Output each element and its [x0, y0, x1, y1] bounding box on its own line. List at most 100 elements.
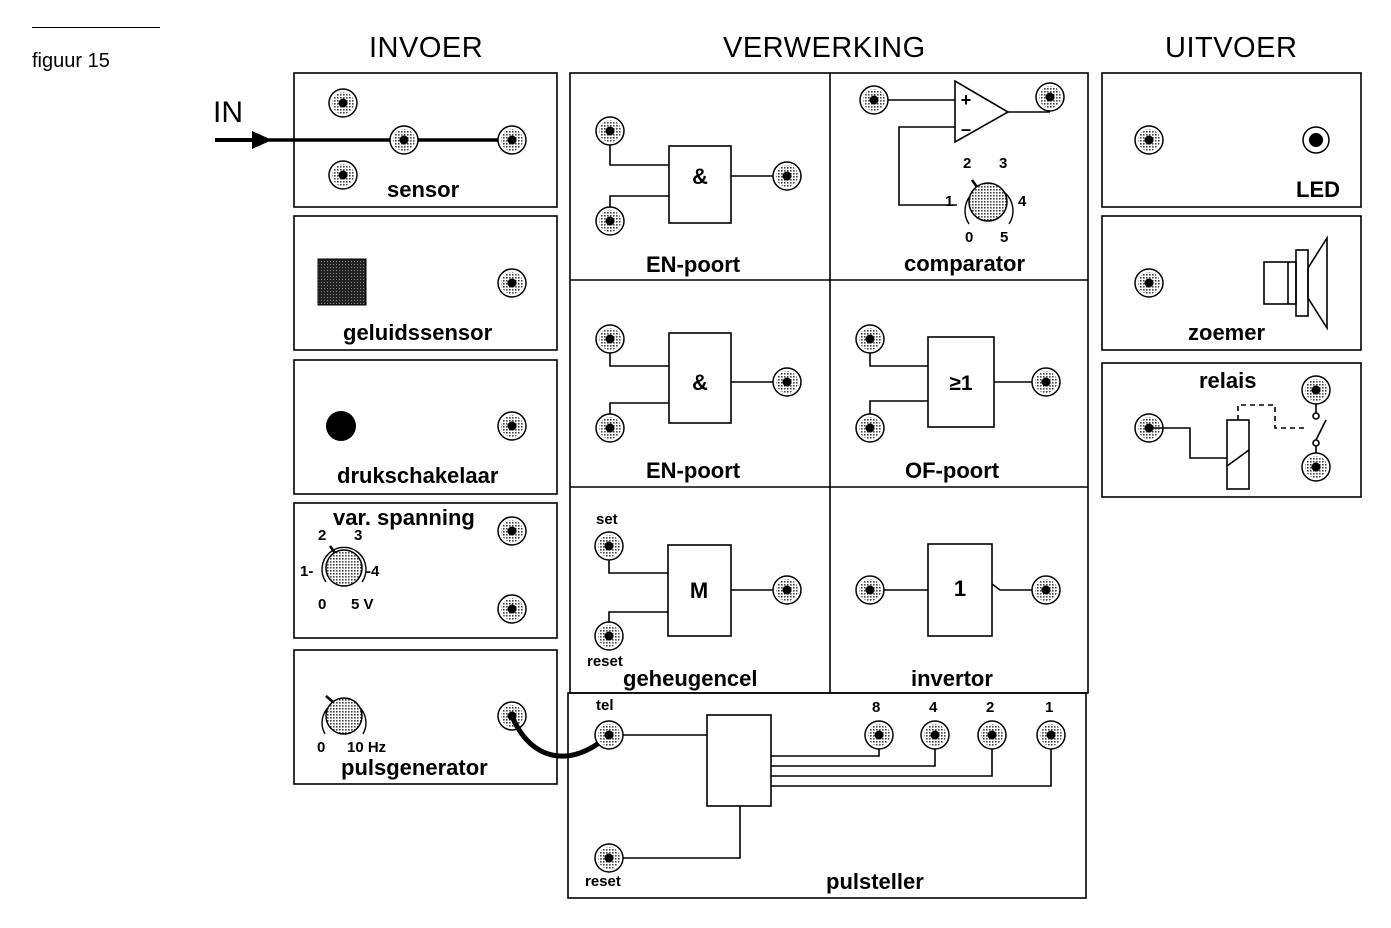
var-scale-0: 0 [318, 596, 327, 613]
zoemer-input-socket[interactable] [1134, 268, 1164, 298]
geheugencel-set-socket[interactable] [594, 531, 624, 561]
en-poort-1-output[interactable] [772, 161, 802, 191]
geheugencel-label: geheugencel [623, 666, 758, 691]
pulsteller-bit2-socket[interactable] [977, 720, 1007, 750]
of-poort-input-b[interactable] [855, 413, 885, 443]
comparator-label: comparator [904, 251, 1026, 276]
sensor-socket-in[interactable] [389, 125, 419, 155]
of-poort-label: OF-poort [905, 458, 1000, 483]
var-scale-2: 2 [318, 527, 327, 544]
led-input-socket[interactable] [1134, 125, 1164, 155]
panel-led [1101, 72, 1362, 208]
sensor-label: sensor [387, 177, 460, 202]
microphone-icon [317, 258, 367, 306]
sensor-socket-top[interactable] [328, 88, 358, 118]
pulsteller-bit8-socket[interactable] [864, 720, 894, 750]
led-label: LED [1296, 177, 1340, 202]
bit-1-label: 1 [1045, 699, 1054, 716]
comparator-input[interactable] [859, 85, 889, 115]
of-poort-output[interactable] [1031, 367, 1061, 397]
comparator-plus-sign: + [961, 90, 972, 110]
var-spanning-socket-bottom[interactable] [497, 594, 527, 624]
comp-scale-2: 2 [963, 155, 972, 172]
comparator-knob[interactable] [968, 179, 1008, 222]
comp-scale-5: 5 [1000, 229, 1009, 246]
panel-verwerking-frame [569, 72, 1089, 694]
reset-counter-label: reset [585, 873, 621, 890]
invertor-label: invertor [911, 666, 993, 691]
comp-scale-3: 3 [999, 155, 1008, 172]
var-spanning-socket-top[interactable] [497, 516, 527, 546]
pulsgenerator-label: pulsgenerator [341, 755, 488, 780]
drukschakelaar-output-socket[interactable] [497, 411, 527, 441]
var-scale-3: 3 [354, 527, 363, 544]
tel-label: tel [596, 697, 614, 714]
figure-rule [32, 27, 160, 28]
comp-scale-4: 4 [1018, 193, 1027, 210]
and-gate-1 [668, 145, 732, 224]
comp-scale-0: 0 [965, 229, 974, 246]
sensor-output-socket[interactable] [497, 125, 527, 155]
var-spanning-label: var. spanning [333, 505, 475, 530]
drukschakelaar-label: drukschakelaar [337, 463, 499, 488]
var-scale-1: 1- [300, 563, 314, 580]
en-poort-1-input-a[interactable] [595, 116, 625, 146]
en-poort-1-input-b[interactable] [595, 206, 625, 236]
bit-2-label: 2 [986, 699, 995, 716]
comparator-minus-sign: – [961, 119, 971, 139]
set-label: set [596, 511, 618, 528]
speaker-icon [1263, 235, 1328, 331]
counter-block [706, 714, 772, 807]
column-heading-verwerking: VERWERKING [723, 32, 926, 64]
en-poort-1-label: EN-poort [646, 252, 741, 277]
pulsteller-bit4-socket[interactable] [920, 720, 950, 750]
push-button-icon[interactable] [326, 411, 356, 441]
relais-contact-top[interactable] [1301, 375, 1331, 405]
patch-cable[interactable] [509, 715, 611, 759]
panel-pulsgenerator [293, 649, 558, 785]
panel-relais [1101, 362, 1362, 498]
memory-symbol: M [690, 578, 708, 603]
and-symbol-2: & [692, 370, 708, 395]
or-symbol: ≥1 [949, 372, 973, 395]
geluidssensor-label: geluidssensor [343, 320, 493, 345]
relais-contact-bottom[interactable] [1301, 452, 1331, 482]
comparator-output[interactable] [1035, 82, 1065, 112]
pulsteller-reset-socket[interactable] [594, 843, 624, 873]
en-poort-2-label: EN-poort [646, 458, 741, 483]
panel-zoemer [1101, 215, 1362, 351]
led-icon [1302, 126, 1330, 154]
figure-label: figuur 15 [32, 50, 110, 72]
pulsgen-scale-max: 10 Hz [347, 739, 387, 756]
en-poort-2-input-b[interactable] [595, 413, 625, 443]
invertor-output[interactable] [1031, 575, 1061, 605]
column-heading-invoer: INVOER [369, 32, 484, 64]
and-symbol-1: & [692, 164, 708, 189]
zoemer-label: zoemer [1188, 320, 1266, 345]
pulsteller-label: pulsteller [826, 869, 924, 894]
of-poort-input-a[interactable] [855, 324, 885, 354]
var-scale-4: -4 [366, 563, 380, 580]
panel-var-spanning [293, 502, 558, 639]
frequency-knob[interactable] [321, 695, 367, 735]
pulsteller-tel-socket[interactable] [594, 720, 624, 750]
sensor-socket-bottom[interactable] [328, 160, 358, 190]
panel-pulsteller [567, 692, 1087, 899]
comparator-triangle-icon [954, 79, 1010, 144]
comp-scale-1: 1 [945, 193, 954, 210]
pulsteller-bit1-socket[interactable] [1036, 720, 1066, 750]
geluidssensor-output-socket[interactable] [497, 268, 527, 298]
voltage-knob[interactable] [321, 545, 367, 587]
geheugencel-reset-socket[interactable] [594, 621, 624, 651]
en-poort-2-output[interactable] [772, 367, 802, 397]
geheugencel-output[interactable] [772, 575, 802, 605]
column-heading-uitvoer: UITVOER [1165, 32, 1298, 64]
pulsgen-scale-min: 0 [317, 739, 326, 756]
and-gate-2 [668, 332, 732, 424]
panel-drukschakelaar [293, 359, 558, 495]
bit-8-label: 8 [872, 699, 881, 716]
inverter-symbol: 1 [954, 576, 966, 601]
en-poort-2-input-a[interactable] [595, 324, 625, 354]
invertor-input[interactable] [855, 575, 885, 605]
